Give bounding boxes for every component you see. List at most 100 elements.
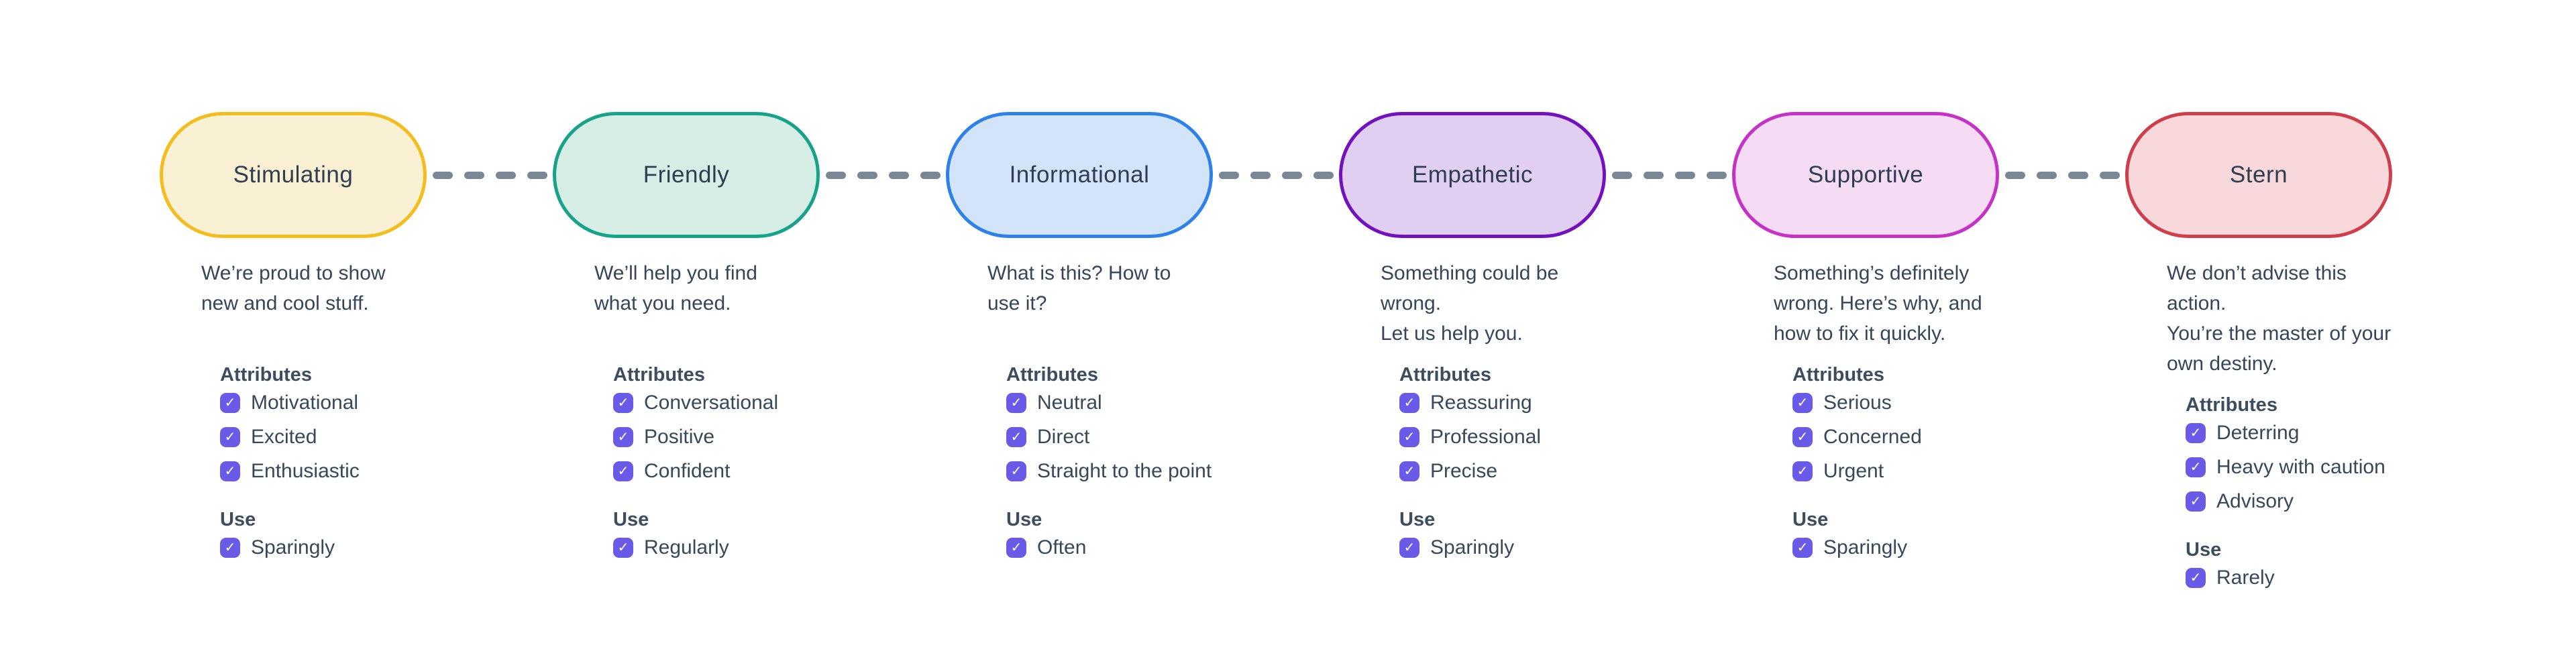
attribute-row: ✓ Deterring xyxy=(2186,422,2392,445)
checkbox-checked-icon[interactable]: ✓ xyxy=(1792,427,1813,447)
attribute-row: ✓ Direct xyxy=(1006,426,1213,449)
tone-node-friendly: Friendly xyxy=(553,112,820,238)
use-section: Use ✓ Rarely xyxy=(2186,538,2392,589)
checkbox-checked-icon[interactable]: ✓ xyxy=(220,461,240,481)
dash xyxy=(888,171,909,179)
use-section: Use ✓ Regularly xyxy=(613,508,820,559)
attribute-label: Positive xyxy=(644,426,715,448)
checkbox-checked-icon[interactable]: ✓ xyxy=(1006,461,1026,481)
tone-column-friendly: Friendly We’ll help you find what you ne… xyxy=(553,112,941,649)
checkbox-checked-icon[interactable]: ✓ xyxy=(1399,393,1419,413)
tone-column-informational: Informational What is this? How to use i… xyxy=(946,112,1334,649)
dash xyxy=(1643,171,1664,179)
dash xyxy=(2068,171,2088,179)
connector-dashed-line xyxy=(1213,171,1339,179)
tone-description: Something could be wrong. Let us help yo… xyxy=(1381,262,1559,345)
attribute-row: ✓ Reassuring xyxy=(1399,392,1606,414)
tone-label: Stimulating xyxy=(233,162,354,188)
attributes-section: Attributes ✓ Reassuring ✓ Professional ✓… xyxy=(1399,363,1606,483)
use-frequency-label: Sparingly xyxy=(1430,536,1515,558)
dash xyxy=(825,171,846,179)
use-section: Use ✓ Sparingly xyxy=(1792,508,1999,559)
checkbox-checked-icon[interactable]: ✓ xyxy=(1399,538,1419,558)
dash xyxy=(2099,171,2120,179)
checkbox-checked-icon[interactable]: ✓ xyxy=(220,538,240,558)
checkbox-checked-icon[interactable]: ✓ xyxy=(613,427,633,447)
attributes-heading: Attributes xyxy=(1399,364,1491,386)
checkbox-checked-icon[interactable]: ✓ xyxy=(613,393,633,413)
checkbox-checked-icon[interactable]: ✓ xyxy=(1792,538,1813,558)
use-heading: Use xyxy=(220,509,256,530)
attributes-heading: Attributes xyxy=(1792,364,1884,386)
attributes-section: Attributes ✓ Deterring ✓ Heavy with caut… xyxy=(2186,394,2392,513)
attributes-section: Attributes ✓ Serious ✓ Concerned ✓ Urgen… xyxy=(1792,363,1999,483)
attribute-row: ✓ Precise xyxy=(1399,460,1606,483)
use-section: Use ✓ Often xyxy=(1006,508,1213,559)
checkbox-checked-icon[interactable]: ✓ xyxy=(1399,461,1419,481)
use-heading: Use xyxy=(1792,509,1829,530)
tone-description: We don’t advise this action. You’re the … xyxy=(2167,262,2392,375)
tone-label: Stern xyxy=(2229,162,2288,188)
attribute-row: ✓ Urgent xyxy=(1792,460,1999,483)
use-row: ✓ Sparingly xyxy=(220,536,427,559)
dash xyxy=(857,171,877,179)
tone-description: We’re proud to show new and cool stuff. xyxy=(201,262,386,314)
checkbox-checked-icon[interactable]: ✓ xyxy=(2186,568,2206,588)
checkbox-checked-icon[interactable]: ✓ xyxy=(1792,393,1813,413)
use-frequency-label: Sparingly xyxy=(1823,536,1908,558)
use-frequency-label: Regularly xyxy=(644,536,729,558)
dash xyxy=(1218,171,1239,179)
use-heading: Use xyxy=(1399,509,1436,530)
tone-column-stimulating: Stimulating We’re proud to show new and … xyxy=(160,112,547,649)
checkbox-checked-icon[interactable]: ✓ xyxy=(2186,491,2206,512)
checkbox-checked-icon[interactable]: ✓ xyxy=(220,393,240,413)
connector-dashed-line xyxy=(820,171,946,179)
attribute-label: Heavy with caution xyxy=(2216,456,2385,478)
checkbox-checked-icon[interactable]: ✓ xyxy=(1006,538,1026,558)
attribute-row: ✓ Concerned xyxy=(1792,426,1999,449)
attributes-heading: Attributes xyxy=(2186,394,2277,416)
tone-node-informational: Informational xyxy=(946,112,1213,238)
attribute-label: Urgent xyxy=(1823,460,1884,482)
connector-dashed-line xyxy=(1999,171,2125,179)
dash xyxy=(1674,171,1695,179)
checkbox-checked-icon[interactable]: ✓ xyxy=(613,538,633,558)
attribute-row: ✓ Straight to the point xyxy=(1006,460,1213,483)
attribute-row: ✓ Advisory xyxy=(2186,490,2392,513)
tone-label: Informational xyxy=(1009,162,1150,188)
attribute-label: Neutral xyxy=(1037,392,1102,414)
attribute-label: Professional xyxy=(1430,426,1542,448)
checkbox-checked-icon[interactable]: ✓ xyxy=(613,461,633,481)
tone-description: Something’s definitely wrong. Here’s why… xyxy=(1774,262,1982,345)
dash xyxy=(1250,171,1271,179)
attribute-label: Deterring xyxy=(2216,422,2300,444)
use-row: ✓ Rarely xyxy=(2186,567,2392,589)
attribute-label: Enthusiastic xyxy=(251,460,360,482)
checkbox-checked-icon[interactable]: ✓ xyxy=(1399,427,1419,447)
checkbox-checked-icon[interactable]: ✓ xyxy=(2186,423,2206,443)
checkbox-checked-icon[interactable]: ✓ xyxy=(1006,427,1026,447)
attribute-row: ✓ Positive xyxy=(613,426,820,449)
attribute-label: Advisory xyxy=(2216,490,2294,512)
use-section: Use ✓ Sparingly xyxy=(220,508,427,559)
use-row: ✓ Often xyxy=(1006,536,1213,559)
use-frequency-label: Often xyxy=(1037,536,1087,558)
attributes-section: Attributes ✓ Neutral ✓ Direct ✓ Straight… xyxy=(1006,363,1213,483)
tone-label: Supportive xyxy=(1807,162,1924,188)
attribute-label: Conversational xyxy=(644,392,779,414)
use-row: ✓ Sparingly xyxy=(1792,536,1999,559)
checkbox-checked-icon[interactable]: ✓ xyxy=(1006,393,1026,413)
dash xyxy=(1611,171,1632,179)
dash xyxy=(2004,171,2025,179)
tone-label: Friendly xyxy=(643,162,730,188)
checkbox-checked-icon[interactable]: ✓ xyxy=(2186,457,2206,477)
attribute-row: ✓ Enthusiastic xyxy=(220,460,427,483)
tone-column-empathetic: Empathetic Something could be wrong. Let… xyxy=(1339,112,1727,649)
attributes-section: Attributes ✓ Motivational ✓ Excited ✓ En… xyxy=(220,363,427,483)
checkbox-checked-icon[interactable]: ✓ xyxy=(220,427,240,447)
attribute-row: ✓ Conversational xyxy=(613,392,820,414)
attribute-row: ✓ Professional xyxy=(1399,426,1606,449)
dash xyxy=(1313,171,1334,179)
tone-node-stern: Stern xyxy=(2125,112,2392,238)
checkbox-checked-icon[interactable]: ✓ xyxy=(1792,461,1813,481)
